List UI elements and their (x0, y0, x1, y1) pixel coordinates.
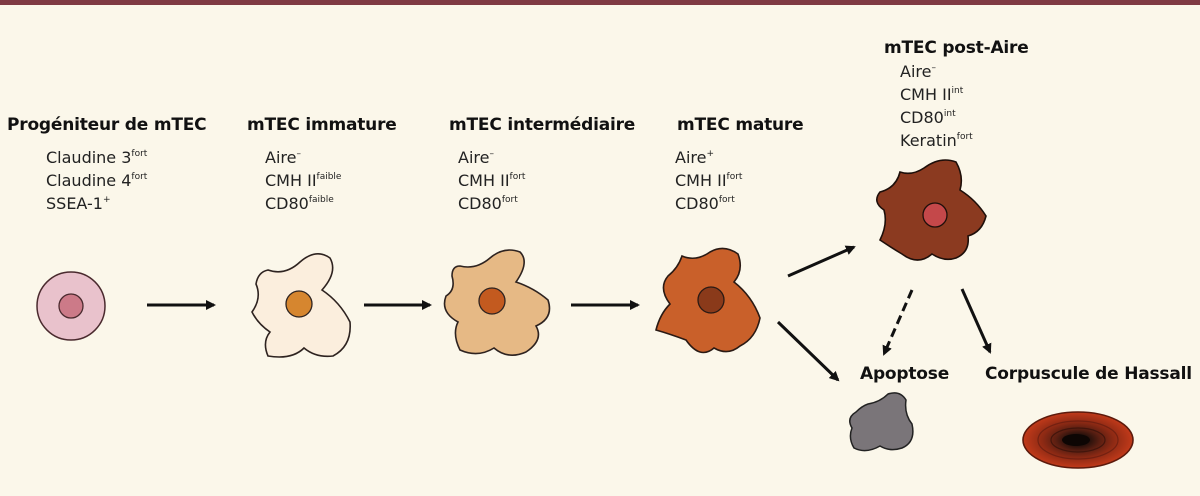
marker-level: fort (509, 172, 526, 182)
arrow-post-aire-to-hassall (960, 288, 992, 354)
marker-name: CMH II (458, 171, 510, 190)
marker-level: fort (501, 195, 518, 205)
mature-nucleus (697, 286, 725, 314)
marker-row: CD80faible (265, 192, 341, 215)
marker-row: Aire– (900, 60, 973, 83)
marker-name: Aire (675, 148, 707, 167)
marker-level: + (102, 195, 111, 205)
marker-level: – (489, 149, 494, 159)
marker-name: CMH II (265, 171, 317, 190)
marker-name: CD80 (900, 108, 944, 127)
progenitor-nucleus (58, 293, 84, 319)
marker-level: fort (956, 132, 973, 142)
marker-level: fort (131, 172, 148, 182)
marker-row: CMH IIfaible (265, 169, 341, 192)
marker-level: faible (316, 172, 342, 182)
progenitor-markers: Claudine 3fort Claudine 4fort SSEA-1+ (46, 146, 147, 215)
post-aire-nucleus (922, 202, 948, 228)
post-aire-cell (876, 159, 987, 261)
immature-title: mTEC immature (247, 115, 397, 135)
top-bar (0, 0, 1200, 5)
progenitor-cell (36, 271, 106, 341)
arrow-mature-to-apoptosis (776, 320, 840, 382)
mature-title: mTEC mature (677, 115, 804, 135)
marker-row: Aire– (265, 146, 341, 169)
marker-name: SSEA-1 (46, 194, 103, 213)
post-aire-title: mTEC post-Aire (884, 38, 1029, 58)
marker-row: SSEA-1+ (46, 192, 147, 215)
marker-level: fort (131, 149, 148, 159)
marker-row: Keratinfort (900, 129, 973, 152)
marker-name: Claudine 4 (46, 171, 132, 190)
marker-row: CMH IIfort (675, 169, 742, 192)
intermediate-nucleus (478, 287, 506, 315)
marker-level: + (706, 149, 715, 159)
marker-level: faible (308, 195, 334, 205)
hassall-corpuscle (1022, 411, 1134, 469)
arrow-mature-to-post-aire (787, 245, 856, 278)
mature-markers: Aire+ CMH IIfort CD80fort (675, 146, 742, 215)
apoptosis-title: Apoptose (860, 364, 950, 384)
marker-row: CD80fort (458, 192, 525, 215)
intermediate-title: mTEC intermédiaire (449, 115, 636, 135)
mature-cell (655, 247, 761, 354)
marker-level: – (296, 149, 301, 159)
apoptosis-cell (849, 392, 914, 452)
marker-name: CMH II (675, 171, 727, 190)
marker-row: CMH IIfort (458, 169, 525, 192)
marker-row: Aire+ (675, 146, 742, 169)
marker-row: CD80fort (675, 192, 742, 215)
marker-level: – (931, 63, 936, 73)
marker-name: Aire (900, 62, 932, 81)
marker-row: CD80int (900, 106, 973, 129)
marker-level: fort (718, 195, 735, 205)
intermediate-markers: Aire– CMH IIfort CD80fort (458, 146, 525, 215)
immature-cell (251, 253, 351, 358)
marker-name: Keratin (900, 131, 957, 150)
marker-row: Claudine 4fort (46, 169, 147, 192)
marker-name: CD80 (458, 194, 502, 213)
marker-name: Claudine 3 (46, 148, 132, 167)
marker-level: int (951, 86, 964, 96)
immature-markers: Aire– CMH IIfaible CD80faible (265, 146, 341, 215)
progenitor-title: Progéniteur de mTEC (7, 115, 207, 135)
post-aire-markers: Aire– CMH IIint CD80int Keratinfort (900, 60, 973, 152)
marker-row: Claudine 3fort (46, 146, 147, 169)
marker-row: Aire– (458, 146, 525, 169)
hassall-title: Corpuscule de Hassall (985, 364, 1192, 384)
marker-name: CD80 (675, 194, 719, 213)
immature-nucleus (285, 290, 313, 318)
marker-name: Aire (265, 148, 297, 167)
arrow-post-aire-to-apoptosis-dashed (882, 289, 914, 356)
marker-level: int (943, 109, 956, 119)
intermediate-cell (443, 249, 551, 356)
marker-name: CD80 (265, 194, 309, 213)
marker-name: CMH II (900, 85, 952, 104)
marker-name: Aire (458, 148, 490, 167)
marker-level: fort (726, 172, 743, 182)
marker-row: CMH IIint (900, 83, 973, 106)
